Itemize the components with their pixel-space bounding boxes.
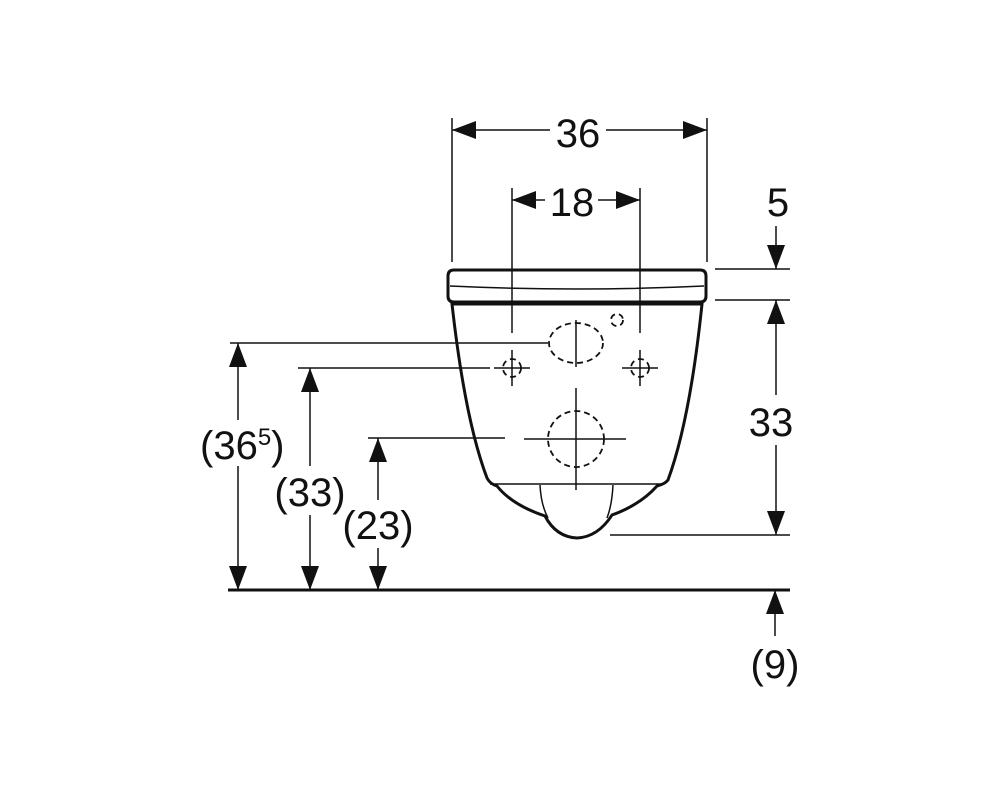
extension-lines xyxy=(228,118,790,592)
toilet-outline xyxy=(446,268,708,540)
outlet-height-label: (23) xyxy=(342,504,413,548)
overall-width-label: 36 xyxy=(556,112,601,156)
fixing-spacing-label: 18 xyxy=(550,181,595,225)
fixing-height-inner-label: (33) xyxy=(274,471,345,515)
fixing-height-outer-label: (365) xyxy=(200,424,285,468)
bowl xyxy=(450,302,704,540)
seat-thickness-label: 5 xyxy=(767,181,789,225)
below-floor-label: (9) xyxy=(751,643,800,687)
bowl-height-label: 33 xyxy=(749,401,794,445)
seat-lid xyxy=(446,268,708,304)
fixing-holes xyxy=(494,313,658,490)
dimension-arrows xyxy=(229,121,785,636)
